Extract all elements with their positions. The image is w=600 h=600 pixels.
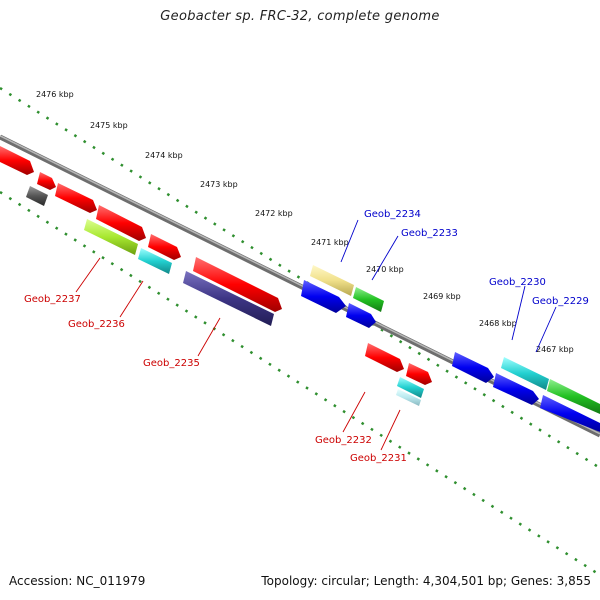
- gene-feature-red: [148, 234, 181, 260]
- gene-label: Geob_2229: [532, 296, 589, 307]
- kbp-label: 2468 kbp: [479, 319, 517, 328]
- gene-label: Geob_2235: [143, 358, 200, 369]
- kbp-label: 2470 kbp: [366, 265, 404, 274]
- gene-feature-red: [37, 172, 56, 190]
- gene-feature-blue: [346, 303, 376, 328]
- gene-feature-yellowgreen: [84, 219, 138, 255]
- gene-feature-purple: [183, 271, 274, 326]
- gene-feature-red: [0, 146, 34, 175]
- gene-labels: Geob_2237 Geob_2236 Geob_2235 Geob_2234 …: [24, 209, 589, 464]
- gene-label: Geob_2234: [364, 209, 421, 220]
- accession-text: Accession: NC_011979: [9, 574, 146, 588]
- diagram-title: Geobacter sp. FRC-32, complete genome: [160, 9, 440, 24]
- gene-feature-red: [96, 205, 146, 241]
- gene-feature-blue: [540, 395, 600, 432]
- gene-feature-gray: [26, 186, 48, 206]
- gene-feature-green: [547, 379, 600, 414]
- kbp-label: 2467 kbp: [536, 345, 574, 354]
- kbp-label: 2471 kbp: [311, 238, 349, 247]
- gene-feature-cyan: [501, 357, 549, 390]
- kbp-labels: 2476 kbp 2475 kbp 2474 kbp 2473 kbp 2472…: [36, 90, 574, 354]
- kbp-label: 2472 kbp: [255, 209, 293, 218]
- genome-summary-text: Topology: circular; Length: 4,304,501 bp…: [261, 574, 591, 588]
- gene-label: Geob_2231: [350, 453, 407, 464]
- gene-feature-blue: [493, 373, 539, 405]
- gene-label: Geob_2236: [68, 319, 125, 330]
- leader-lines: [75, 219, 557, 451]
- kbp-label: 2473 kbp: [200, 180, 238, 189]
- gene-feature-cyan: [397, 377, 424, 398]
- gene-features: [0, 146, 600, 432]
- gene-feature-green: [353, 287, 384, 312]
- gene-feature-red: [55, 183, 97, 213]
- gene-feature-blue: [301, 280, 346, 313]
- gene-label: Geob_2232: [315, 435, 372, 446]
- gene-label: Geob_2237: [24, 294, 81, 305]
- gene-feature-blue: [452, 352, 494, 383]
- gene-label: Geob_2230: [489, 277, 546, 288]
- gene-feature-red: [365, 343, 404, 372]
- gene-label: Geob_2233: [401, 228, 458, 239]
- gene-feature-red: [406, 363, 432, 385]
- gene-feature-cyan: [138, 248, 172, 274]
- kbp-label: 2469 kbp: [423, 292, 461, 301]
- gene-feature-khaki: [310, 265, 354, 296]
- gene-feature-lightcyan: [396, 389, 421, 406]
- kbp-label: 2474 kbp: [145, 151, 183, 160]
- kbp-label: 2475 kbp: [90, 121, 128, 130]
- gene-feature-red: [193, 257, 282, 312]
- kbp-label: 2476 kbp: [36, 90, 74, 99]
